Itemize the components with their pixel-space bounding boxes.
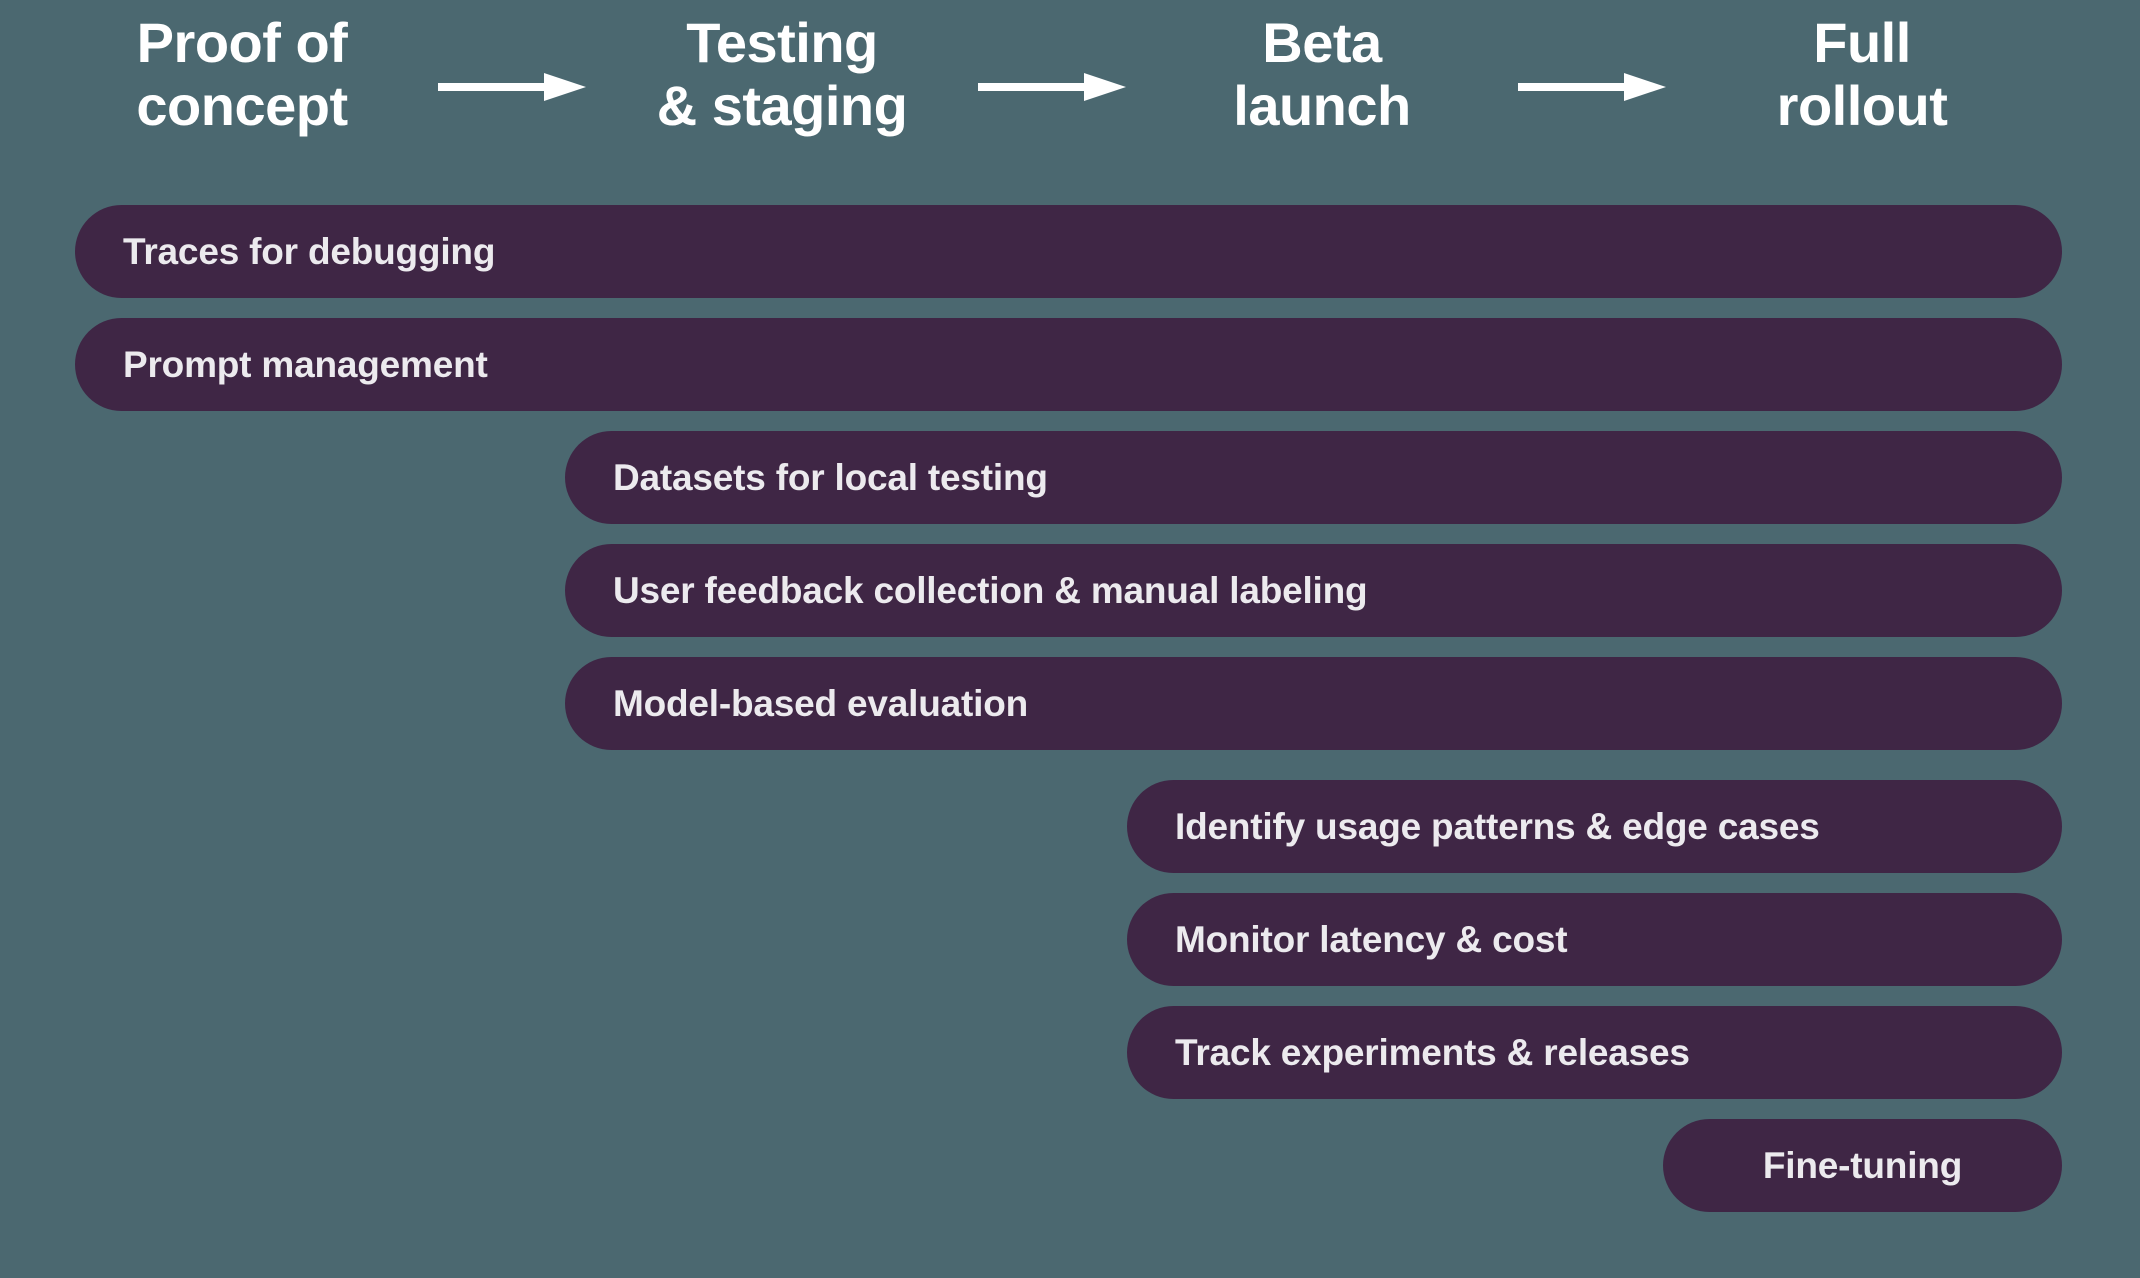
stage-label-full-rollout: Full rollout: [1776, 11, 1948, 137]
capability-bar-label: Model-based evaluation: [613, 683, 1029, 724]
capability-bar-fine-tuning[interactable]: Fine-tuning: [1663, 1119, 2062, 1212]
capability-bar-label: Datasets for local testing: [613, 457, 1048, 498]
capability-bar-model-based-evaluation[interactable]: Model-based evaluation: [565, 657, 2062, 750]
stage-label-beta-launch: Beta launch: [1233, 11, 1411, 137]
arrow-right-icon-1: [438, 72, 586, 102]
arrow-right-icon-2: [978, 72, 1126, 102]
capability-bar-label: Identify usage patterns & edge cases: [1175, 806, 1820, 847]
capability-bar-user-feedback-collection[interactable]: User feedback collection & manual labeli…: [565, 544, 2062, 637]
capability-bar-label: Monitor latency & cost: [1175, 919, 1568, 960]
stage-label-proof-of-concept: Proof of concept: [136, 11, 348, 137]
capability-bar-label: User feedback collection & manual labeli…: [613, 570, 1368, 611]
capability-bar-prompt-management[interactable]: Prompt management: [75, 318, 2062, 411]
capability-bar-monitor-latency-cost[interactable]: Monitor latency & cost: [1127, 893, 2062, 986]
capability-bar-label: Fine-tuning: [1762, 1145, 1963, 1186]
arrow-right-icon-3: [1518, 72, 1666, 102]
capability-bar-traces-for-debugging[interactable]: Traces for debugging: [75, 205, 2062, 298]
capability-bar-datasets-for-local-testing[interactable]: Datasets for local testing: [565, 431, 2062, 524]
capability-bar-label: Track experiments & releases: [1175, 1032, 1690, 1073]
capability-bar-identify-usage-patterns[interactable]: Identify usage patterns & edge cases: [1127, 780, 2062, 873]
capability-bar-label: Prompt management: [123, 344, 488, 385]
capability-bar-label: Traces for debugging: [123, 231, 496, 272]
stage-label-testing-staging: Testing & staging: [656, 11, 908, 137]
capability-bar-track-experiments-releases[interactable]: Track experiments & releases: [1127, 1006, 2062, 1099]
